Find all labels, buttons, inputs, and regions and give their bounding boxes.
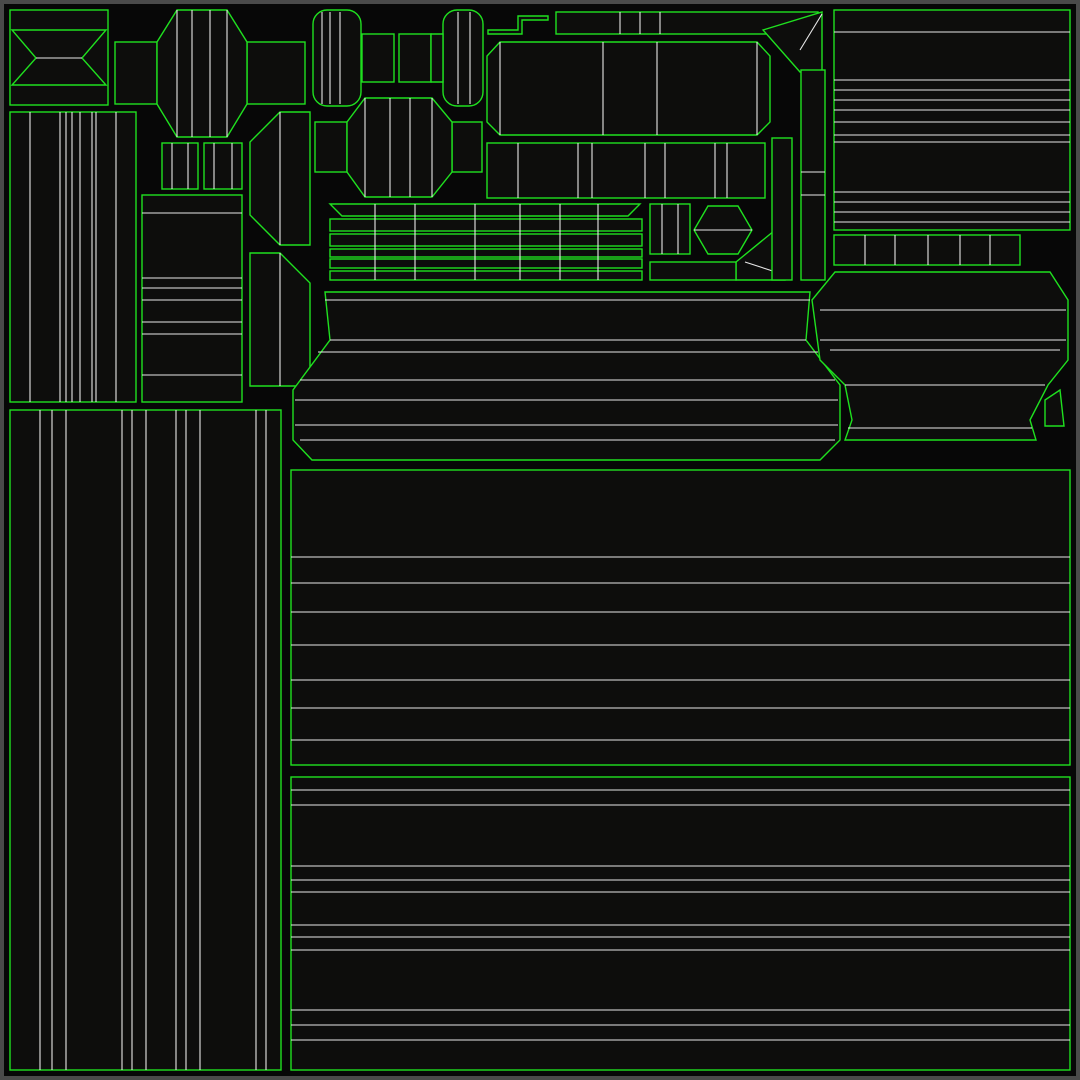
uv-island-vase-small bbox=[811, 271, 1069, 441]
uv-island-hourglass bbox=[9, 9, 109, 106]
uv-island-spools bbox=[161, 142, 243, 190]
uv-island-vase-large bbox=[292, 291, 841, 461]
uv-island-right-top-panel bbox=[833, 9, 1071, 266]
uv-island-octagon-2 bbox=[314, 97, 483, 198]
uv-island-trapezoids bbox=[249, 111, 311, 387]
uv-island-wide-panel-upper bbox=[290, 469, 1071, 766]
uv-island-triangles bbox=[735, 11, 826, 281]
uv-island-wide-panel-lower bbox=[290, 776, 1071, 1071]
uv-island-left-column bbox=[9, 111, 137, 403]
uv-island-top-strips bbox=[486, 11, 819, 199]
uv-island-large-left-panel bbox=[9, 409, 282, 1071]
uv-island-octagon-1 bbox=[114, 9, 306, 138]
uv-island-thin-strips bbox=[328, 203, 643, 281]
uv-island-hexagon bbox=[649, 203, 753, 281]
uv-island-capsules bbox=[312, 9, 484, 107]
uv-island-striped-block bbox=[141, 194, 243, 403]
